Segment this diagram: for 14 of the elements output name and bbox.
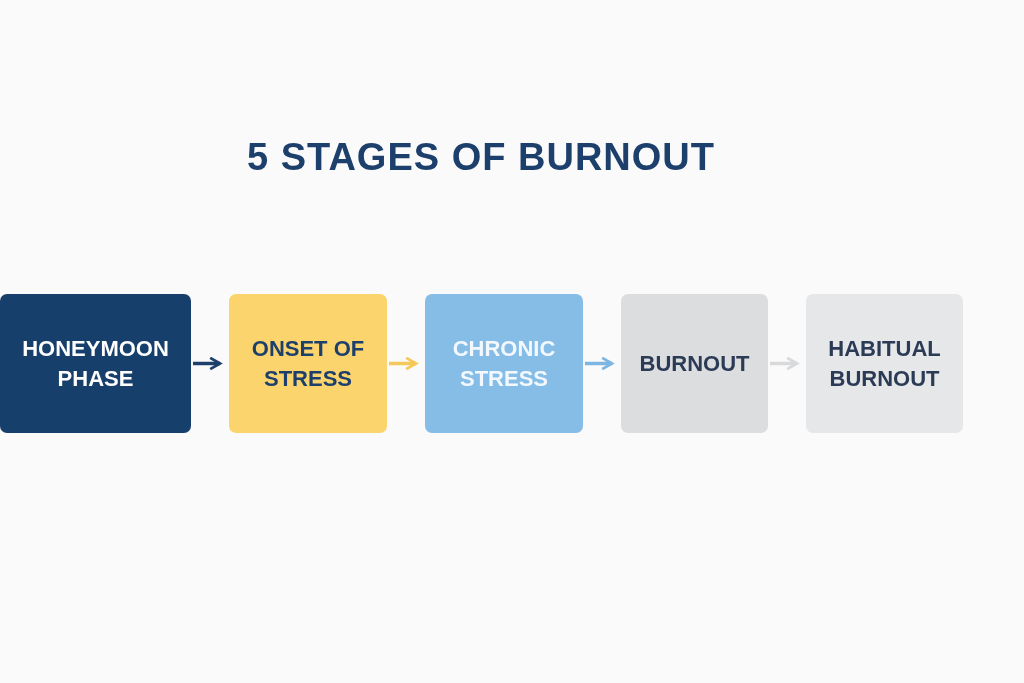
title: 5 STAGES OF BURNOUT xyxy=(246,136,716,179)
stage-box xyxy=(425,294,583,433)
stage-box xyxy=(229,294,387,433)
stage-label: HABITUAL BURNOUT xyxy=(827,334,942,393)
arrow xyxy=(389,356,418,371)
arrow xyxy=(193,356,222,371)
stage-box xyxy=(0,294,191,433)
stage-box xyxy=(621,294,768,433)
stage-label: HONEYMOON PHASE xyxy=(21,334,170,393)
stage-label: BURNOUT xyxy=(639,349,750,378)
stage-label: CHRONIC STRESS xyxy=(451,334,557,393)
stage-label: ONSET OF STRESS xyxy=(250,334,366,393)
arrow xyxy=(585,356,614,371)
arrow xyxy=(770,356,799,371)
